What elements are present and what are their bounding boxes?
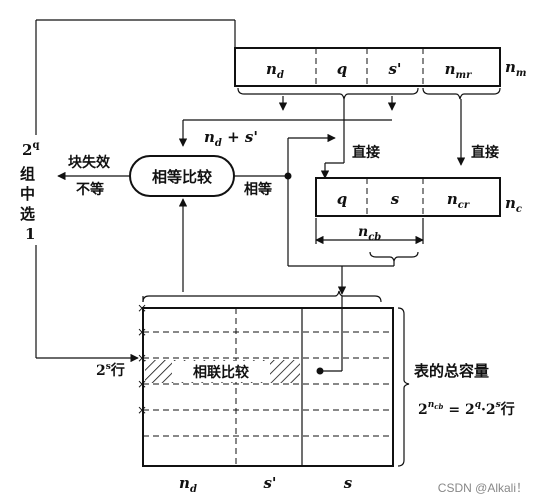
- label-nd-plus-sprime: nd + s': [204, 128, 258, 149]
- field-q-lower: q: [337, 190, 348, 208]
- cache-address-register: q s ncr nc: [315, 177, 522, 217]
- label-2q: 2q: [22, 140, 39, 159]
- col-label-nd: nd: [179, 474, 197, 495]
- field-nd: nd: [266, 60, 284, 81]
- col-label-s: s: [344, 474, 353, 492]
- row-marker-4: ×: [137, 377, 147, 391]
- assoc-compare-label-bg: [172, 361, 270, 382]
- row-marker-2: ×: [137, 325, 147, 339]
- label-table-capacity: 表的总容量: [414, 362, 489, 380]
- register-name-nm: nm: [505, 58, 527, 79]
- address-mapping-table: × × × × ×: [137, 301, 394, 467]
- watermark: CSDN @Alkali！: [438, 481, 528, 495]
- field-nmr: nmr: [445, 60, 472, 81]
- label-not-equal: 不等: [76, 181, 104, 198]
- label-capacity-formula: 2ncb = 2q·2s行: [418, 400, 515, 418]
- label-2s-rows: 2s行: [96, 362, 125, 379]
- field-q: q: [337, 60, 348, 78]
- label-block-invalid: 块失效: [68, 154, 111, 171]
- label-middle: 中: [20, 185, 35, 203]
- register-name-nc: nc: [505, 194, 522, 215]
- label-assoc-compare: 相联比较: [193, 364, 249, 381]
- main-memory-address-register: nd q s' nmr nm: [234, 47, 527, 87]
- field-s-lower: s: [391, 190, 400, 208]
- row-marker-5: ×: [137, 403, 147, 417]
- row-marker-3: ×: [137, 351, 147, 365]
- label-one: 1: [25, 225, 35, 243]
- table-right-brace: [397, 307, 410, 467]
- field-s-prime: s': [388, 60, 401, 78]
- label-equal: 相等: [244, 181, 272, 198]
- field-ncr: ncr: [447, 190, 470, 211]
- equal-compare-label: 相等比较: [152, 168, 212, 186]
- label-direct-1: 直接: [352, 144, 380, 161]
- top-register-brace: [237, 87, 501, 100]
- label-direct-2: 直接: [471, 144, 499, 161]
- label-ncb: ncb: [358, 224, 381, 243]
- col-label-sprime: s': [263, 474, 276, 492]
- table-top-brace: [142, 290, 382, 303]
- row-marker-1: ×: [137, 301, 147, 315]
- label-group: 组: [20, 165, 35, 183]
- s-brace: [369, 251, 419, 262]
- label-select: 选: [20, 205, 35, 223]
